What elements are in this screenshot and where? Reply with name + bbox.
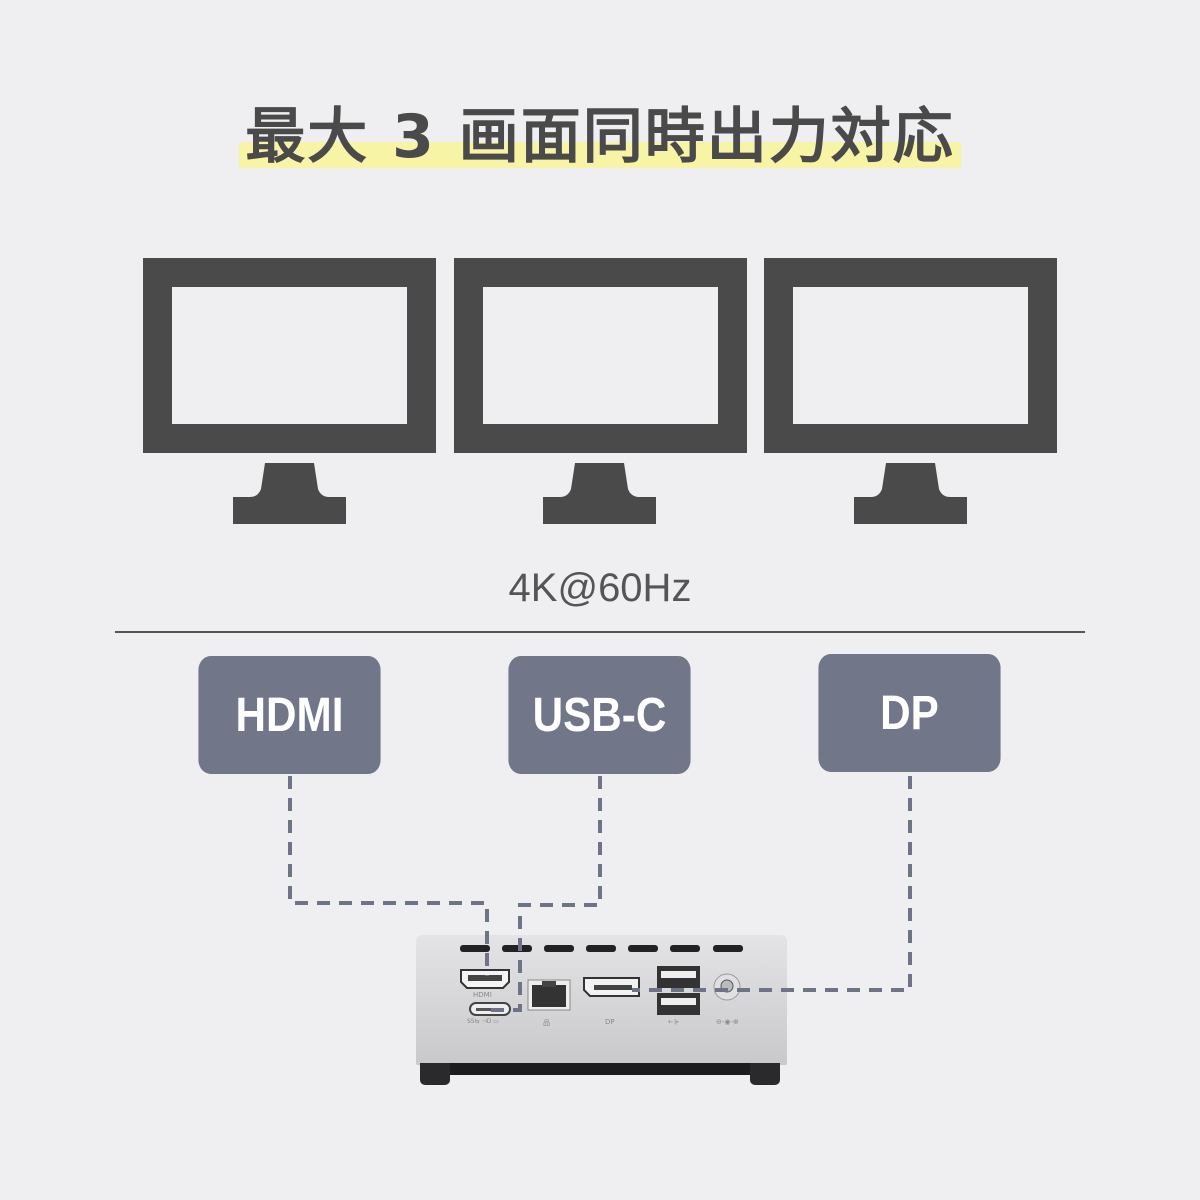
- vent: [502, 945, 532, 952]
- hdmi-connection-line: [288, 776, 489, 976]
- monitor-stand-icon: [543, 463, 656, 524]
- usbc-connection-line: [490, 776, 602, 1012]
- resolution-label: 4K@60Hz: [508, 566, 692, 610]
- hdmi-port-icon: [460, 969, 510, 989]
- vent: [586, 945, 616, 952]
- monitor-stand-icon: [233, 463, 346, 524]
- page-title: 最大 3 画面同時出力対応: [239, 88, 961, 175]
- ethernet-port-icon: [527, 979, 571, 1011]
- usb-port-label: ⇠⊱: [668, 1018, 680, 1026]
- usbc-port-label: SS⇆ ⊣D ▭: [467, 1018, 499, 1025]
- vent: [544, 945, 574, 952]
- vent: [713, 945, 743, 952]
- monitor-icon: [764, 258, 1057, 453]
- vent: [628, 945, 658, 952]
- vent: [460, 945, 490, 952]
- divider: [115, 631, 1085, 633]
- device-foot: [420, 1063, 450, 1085]
- monitor-icon: [143, 258, 436, 453]
- port-box-dp: DP: [818, 654, 1001, 772]
- title-container: 最大 3 画面同時出力対応: [0, 88, 1200, 175]
- device-base: [426, 1063, 778, 1075]
- lan-port-label: 品: [543, 1019, 550, 1027]
- port-box-hdmi: HDMI: [198, 656, 381, 774]
- monitor-icon: [454, 258, 747, 453]
- port-box-usbc: USB-C: [508, 656, 691, 774]
- power-port-label: ⊖-◉-⊕: [716, 1018, 739, 1026]
- vent: [670, 945, 700, 952]
- monitor-stand-icon: [854, 463, 967, 524]
- displayport-icon: [583, 977, 640, 997]
- hdmi-port-label: HDMI: [473, 991, 492, 999]
- dp-connection-line: [632, 776, 912, 992]
- device-foot: [750, 1063, 780, 1085]
- dp-port-label: DP: [605, 1018, 615, 1026]
- usb-a-port-icon: [657, 966, 700, 1015]
